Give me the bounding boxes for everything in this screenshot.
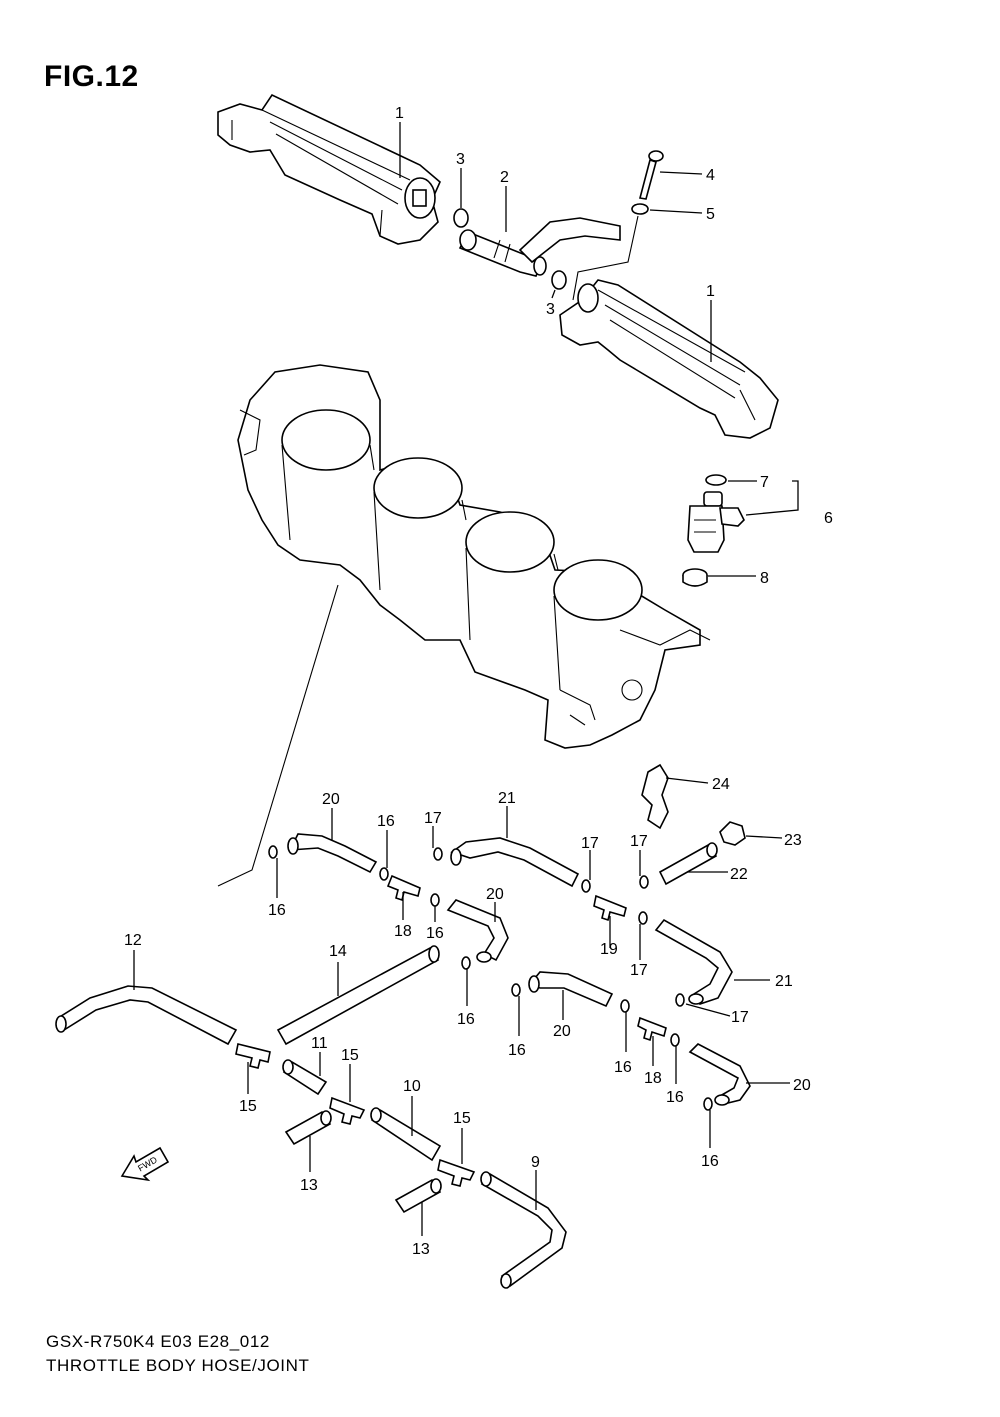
callout-2: 2 xyxy=(500,169,509,186)
hose-clip-24[interactable] xyxy=(641,763,669,830)
injector-o-ring[interactable] xyxy=(705,474,727,486)
callout-5: 5 xyxy=(706,206,715,223)
joint-18-upper[interactable] xyxy=(386,874,421,902)
callout-16-d: 16 xyxy=(457,1011,475,1028)
callout-16-c: 16 xyxy=(426,925,444,942)
footer-caption: THROTTLE BODY HOSE/JOINT xyxy=(46,1356,310,1375)
footer-model-code: GSX-R750K4 E03 E28_012 xyxy=(46,1332,270,1351)
joint-15-left[interactable] xyxy=(235,1043,271,1069)
bolt[interactable] xyxy=(639,150,664,200)
hose-11[interactable] xyxy=(282,1059,328,1096)
callout-20-a: 20 xyxy=(322,791,340,808)
callout-20-b: 20 xyxy=(486,886,504,903)
callout-14: 14 xyxy=(329,943,347,960)
callout-8: 8 xyxy=(760,570,769,587)
callout-11: 11 xyxy=(311,1035,328,1052)
callout-3-lower: 3 xyxy=(546,301,555,318)
callout-13-lower: 13 xyxy=(412,1241,430,1258)
fuel-injector[interactable] xyxy=(687,491,745,553)
hose-12[interactable] xyxy=(55,985,238,1046)
callout-20-c: 20 xyxy=(553,1023,571,1040)
joint-15-middle[interactable] xyxy=(329,1096,366,1125)
figure-title: FIG.12 xyxy=(44,60,139,93)
fuel-pipe-joint[interactable] xyxy=(458,217,621,277)
hose-20-lower-right[interactable] xyxy=(688,1043,751,1106)
leader-lines xyxy=(133,122,799,1236)
callout-16-g: 16 xyxy=(666,1089,684,1106)
callout-16-e: 16 xyxy=(508,1042,526,1059)
callout-7: 7 xyxy=(760,474,769,491)
callout-6: 6 xyxy=(824,510,833,527)
assembly-leader-line xyxy=(217,584,339,887)
hose-10[interactable] xyxy=(370,1107,442,1162)
callout-15-middle: 15 xyxy=(341,1047,359,1064)
hose-22[interactable] xyxy=(658,842,718,886)
hose-9[interactable] xyxy=(480,1171,567,1289)
callout-numbers: 1 1 2 3 3 4 5 6 7 8 9 10 11 12 13 13 14 … xyxy=(124,105,833,1258)
joint-15-right[interactable] xyxy=(437,1158,476,1187)
throttle-body-assembly[interactable] xyxy=(237,364,711,749)
callout-17-b: 17 xyxy=(581,835,599,852)
callout-18-upper: 18 xyxy=(394,923,412,940)
hose-21-right[interactable] xyxy=(654,918,733,1005)
o-ring-lower[interactable] xyxy=(551,270,567,290)
callout-18-lower: 18 xyxy=(644,1070,662,1087)
callout-16-f: 16 xyxy=(614,1059,632,1076)
callout-17-a: 17 xyxy=(424,810,442,827)
clamp-23[interactable] xyxy=(719,821,746,846)
callout-17-e: 17 xyxy=(731,1009,749,1026)
callout-17-d: 17 xyxy=(630,962,648,979)
fwd-arrow-icon: FWD xyxy=(120,1146,170,1182)
callout-20-d: 20 xyxy=(793,1077,811,1094)
injector-cushion[interactable] xyxy=(682,568,708,587)
callout-16-a: 16 xyxy=(268,902,286,919)
joint-18-lower[interactable] xyxy=(637,1016,667,1042)
callout-1-lower: 1 xyxy=(706,283,715,300)
hose-21-top[interactable] xyxy=(450,837,580,888)
hose-clamps[interactable] xyxy=(268,845,713,1111)
callout-17-c: 17 xyxy=(630,833,648,850)
o-ring-upper[interactable] xyxy=(453,208,469,228)
fuel-rail-upper[interactable] xyxy=(217,93,441,245)
fuel-rail-lower[interactable] xyxy=(559,279,779,439)
callout-21-right: 21 xyxy=(775,973,793,990)
callout-16-b: 16 xyxy=(377,813,395,830)
callout-22: 22 xyxy=(730,866,748,883)
hose-20-middle[interactable] xyxy=(446,899,509,963)
callout-9: 9 xyxy=(531,1154,540,1171)
callout-12: 12 xyxy=(124,932,142,949)
callout-23: 23 xyxy=(784,832,802,849)
hose-20-lower-middle[interactable] xyxy=(528,971,614,1008)
washer[interactable] xyxy=(631,203,649,215)
callout-1-upper: 1 xyxy=(395,105,404,122)
joint-19[interactable] xyxy=(593,894,627,922)
callout-10: 10 xyxy=(403,1078,421,1095)
callout-15-right: 15 xyxy=(453,1110,471,1127)
hose-13-lower[interactable] xyxy=(394,1178,442,1214)
callout-19: 19 xyxy=(600,941,618,958)
callout-21-top: 21 xyxy=(498,790,516,807)
hose-14[interactable] xyxy=(276,945,440,1046)
callout-13-upper: 13 xyxy=(300,1177,318,1194)
hose-13-upper[interactable] xyxy=(284,1110,332,1146)
hose-20-top-left[interactable] xyxy=(287,833,378,874)
callout-3-upper: 3 xyxy=(456,151,465,168)
callout-4: 4 xyxy=(706,167,715,184)
callout-16-h: 16 xyxy=(701,1153,719,1170)
callout-15-left: 15 xyxy=(239,1098,257,1115)
callout-24: 24 xyxy=(712,776,730,793)
